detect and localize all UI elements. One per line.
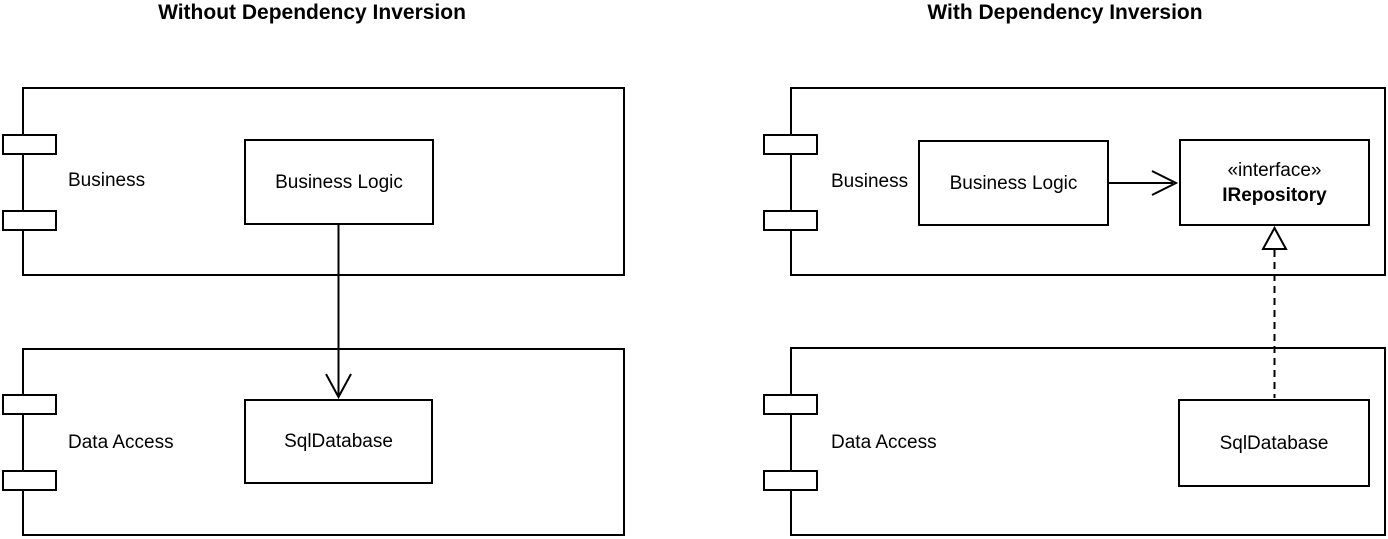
right-business-port-bottom (763, 210, 818, 231)
irepository-stereotype: «interface» (1227, 159, 1322, 181)
left-node-sql-database: SqlDatabase (244, 399, 433, 484)
right-business-label: Business (831, 171, 909, 192)
left-node-sql-database-label: SqlDatabase (284, 431, 393, 452)
right-business-port-top (763, 134, 818, 155)
irepository-name: IRepository (1222, 184, 1327, 206)
left-business-port-bottom (2, 210, 57, 231)
right-data-access-label: Data Access (831, 432, 937, 453)
left-business-label: Business (68, 170, 146, 191)
right-node-irepository: «interface» IRepository (1179, 139, 1370, 226)
right-node-sql-database-label: SqlDatabase (1219, 432, 1329, 454)
left-data-access-label: Data Access (68, 432, 174, 453)
right-node-business-logic: Business Logic (918, 140, 1109, 226)
left-node-business-logic: Business Logic (244, 139, 434, 225)
left-business-port-top (2, 134, 57, 155)
right-node-business-logic-label: Business Logic (949, 172, 1078, 194)
right-data-access-port-bottom (763, 470, 818, 491)
right-diagram-title: With Dependency Inversion (927, 1, 1203, 24)
left-diagram-title: Without Dependency Inversion (158, 1, 466, 24)
left-data-access-port-bottom (2, 470, 57, 491)
left-data-access-port-top (2, 394, 57, 415)
right-data-access-port-top (763, 394, 818, 415)
right-node-sql-database: SqlDatabase (1178, 399, 1370, 487)
left-node-business-logic-label: Business Logic (275, 171, 403, 193)
